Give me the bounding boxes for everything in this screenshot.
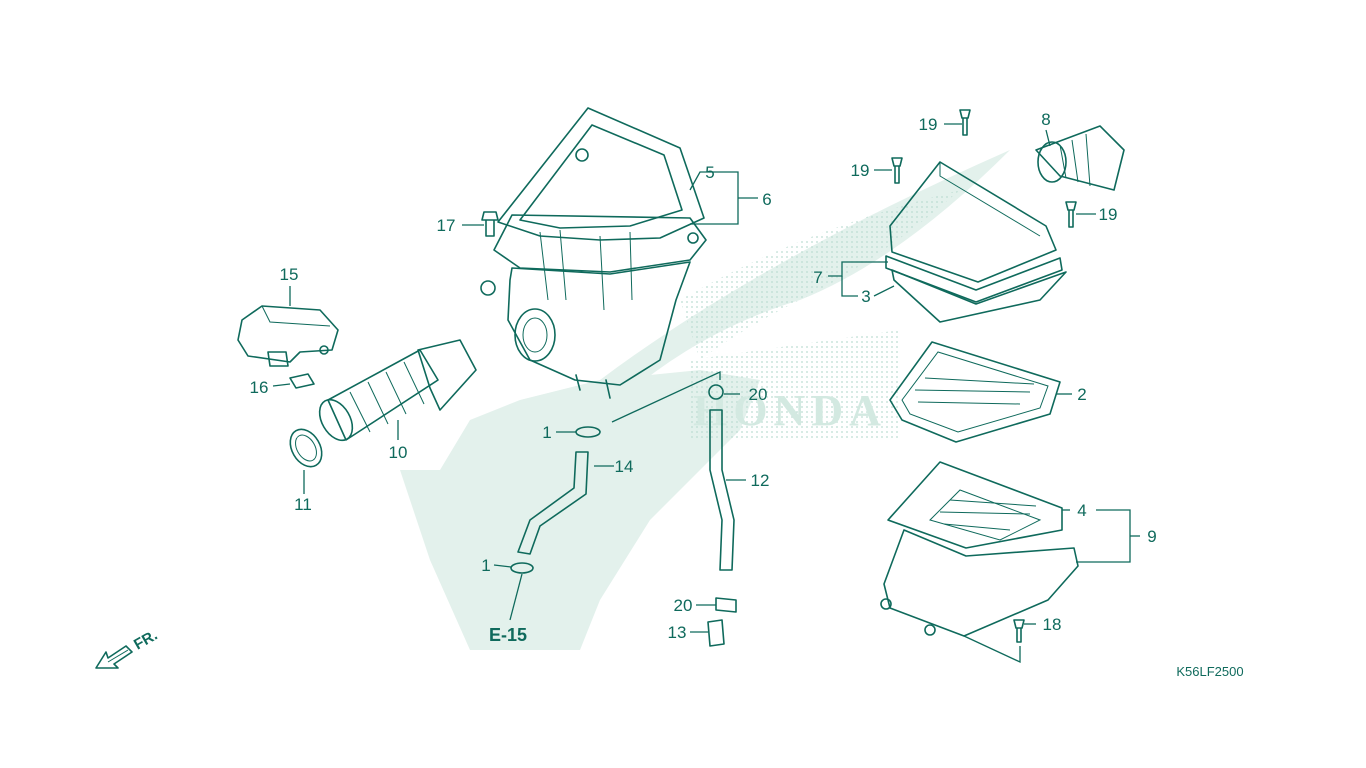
part-11-clamp [289, 428, 323, 468]
part-4-9-lower-case [880, 461, 1079, 637]
part-12-hose [709, 409, 735, 571]
callout-19-top: 19 [919, 115, 938, 134]
callout-4: 4 [1077, 501, 1086, 520]
part-20-clips [708, 384, 737, 613]
callout-2: 2 [1077, 385, 1086, 404]
callout-15: 15 [280, 265, 299, 284]
callout-1-lower: 1 [481, 556, 490, 575]
callout-17: 17 [437, 216, 456, 235]
leader-lines [272, 123, 1140, 664]
callout-19-right: 19 [1099, 205, 1118, 224]
part-13-plug [707, 619, 725, 647]
callout-20-upper: 20 [749, 385, 768, 404]
bolt-17 [481, 211, 499, 237]
part-18-screw [1013, 619, 1025, 643]
callout-12: 12 [751, 471, 770, 490]
callout-3: 3 [861, 287, 870, 306]
part-8-duct [1035, 125, 1125, 191]
callout-16: 16 [250, 378, 269, 397]
part-10-intake-duct [318, 339, 477, 442]
part-14-hose [517, 451, 589, 555]
part-15-cover [237, 305, 339, 367]
front-direction-label: FR. [131, 627, 160, 654]
part-2-filter-element [889, 341, 1061, 443]
watermark: HONDA [400, 150, 1010, 650]
callout-8: 8 [1041, 110, 1050, 129]
air-box-case [480, 107, 707, 399]
reference-label: E-15 [489, 625, 527, 645]
callout-5: 5 [705, 163, 714, 182]
callout-20-lower: 20 [674, 596, 693, 615]
callout-19-left: 19 [851, 161, 870, 180]
callout-1-upper: 1 [542, 423, 551, 442]
callouts: 5 6 17 15 16 10 11 1 14 1 20 12 20 13 19… [250, 110, 1157, 642]
part-7-upper-cover [885, 161, 1067, 323]
callout-10: 10 [389, 443, 408, 462]
callout-14: 14 [615, 457, 634, 476]
callout-13: 13 [668, 623, 687, 642]
front-direction-arrow: FR. [95, 627, 160, 669]
diagram-code: K56LF2500 [1176, 664, 1243, 679]
callout-11: 11 [294, 495, 312, 514]
part-19-screws [891, 109, 1077, 228]
callout-18: 18 [1043, 615, 1062, 634]
callout-7: 7 [813, 268, 822, 287]
callout-6: 6 [762, 190, 771, 209]
callout-9: 9 [1147, 527, 1156, 546]
part-16-clip [289, 373, 315, 389]
